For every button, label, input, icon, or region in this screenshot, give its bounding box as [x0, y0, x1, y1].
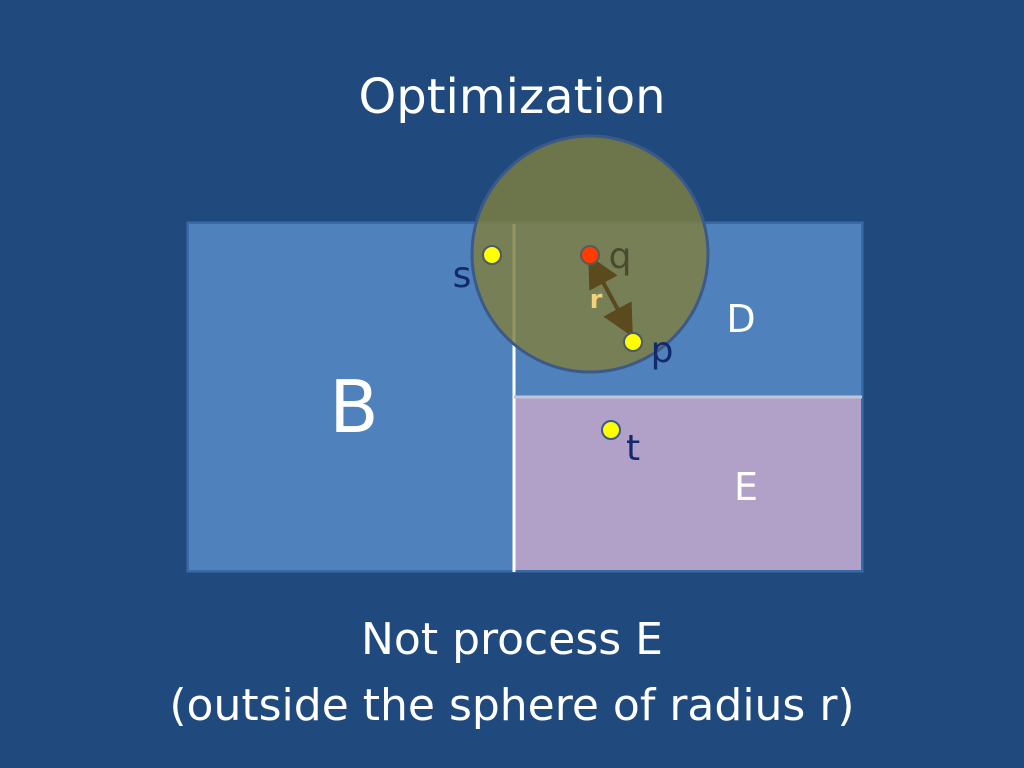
- region-d-label: D: [726, 297, 755, 341]
- region-b: [189, 224, 513, 570]
- point-q-label: q: [609, 236, 632, 277]
- point-p-label: p: [651, 330, 674, 371]
- region-b-label: B: [329, 365, 378, 449]
- caption-line-1: Not process E: [361, 614, 663, 665]
- point-s-label: s: [453, 255, 472, 296]
- caption-line-2: (outside the sphere of radius r): [169, 680, 855, 731]
- point-s: [482, 245, 502, 265]
- point-t-label: t: [626, 428, 640, 469]
- region-e: [515, 397, 861, 570]
- query-point-q: [580, 245, 600, 265]
- radius-label: r: [590, 285, 603, 315]
- point-p: [623, 332, 643, 352]
- point-t: [601, 420, 621, 440]
- radius-arrow: [588, 254, 633, 338]
- slide-title: Optimization: [358, 69, 666, 125]
- region-e-label: E: [734, 465, 758, 509]
